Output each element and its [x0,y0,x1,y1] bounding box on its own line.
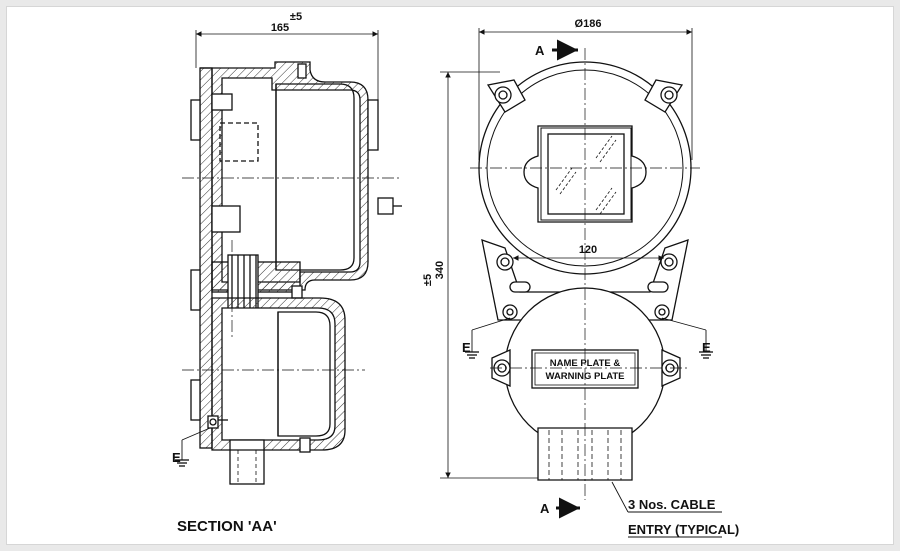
front-height-dimension: 340 [434,261,446,279]
section-earth-label: E [172,450,181,465]
section-view [175,30,402,485]
front-earth-right-label: E [702,340,711,355]
section-top-tolerance: ±5 [290,11,302,23]
section-marker-bottom: A [540,501,550,516]
front-height-tolerance: ±5 [422,274,434,286]
front-diameter-dimension: Ø186 [575,18,602,30]
name-plate-line-1: NAME PLATE & [550,358,621,369]
name-plate-line-2: WARNING PLATE [546,371,625,382]
section-width-dimension: 165 [271,22,289,34]
cable-entry-label-1: 3 Nos. CABLE [628,497,716,512]
front-view [440,28,722,538]
section-marker-top: A [535,43,545,58]
front-bolt-spacing-dimension: 120 [579,244,597,256]
section-title: SECTION 'AA' [177,518,277,535]
cable-entry-label-2: ENTRY (TYPICAL) [628,522,739,537]
front-earth-left-label: E [462,340,471,355]
